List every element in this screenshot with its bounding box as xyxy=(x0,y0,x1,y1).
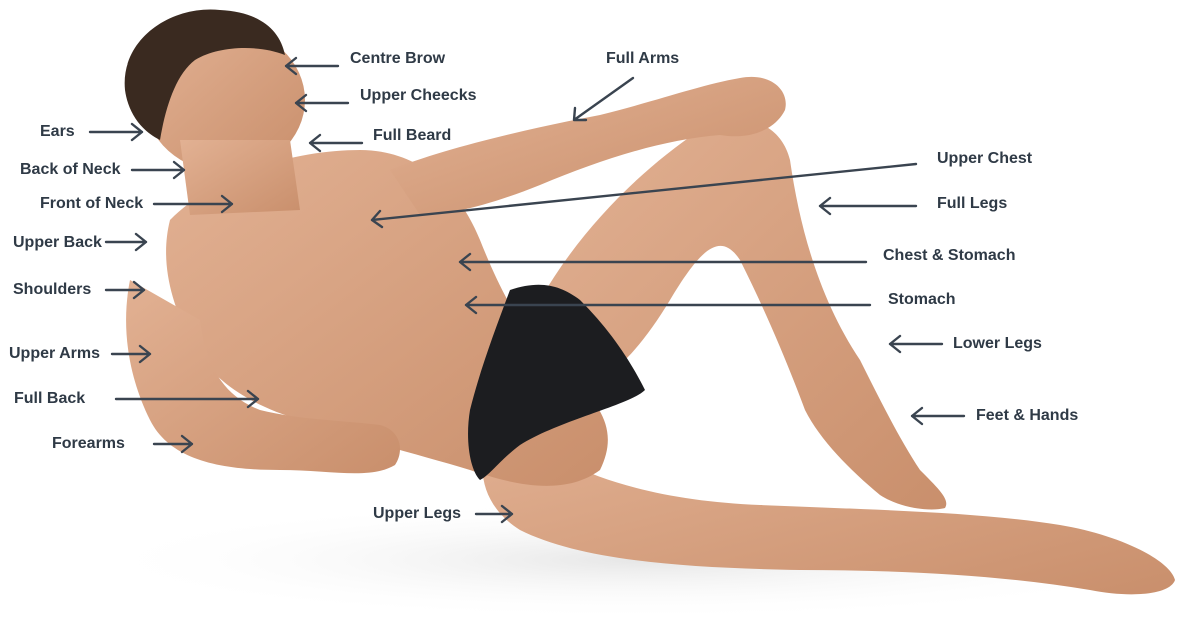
briefs xyxy=(468,284,645,480)
full-legs-arrow-icon xyxy=(818,196,918,216)
label-upper-chest: Upper Chest xyxy=(937,150,1033,167)
upper-legs-arrow-icon xyxy=(474,504,514,524)
extended-leg xyxy=(482,420,1176,595)
upper-arms-arrow-icon xyxy=(110,344,152,364)
label-back-of-neck: Back of Neck xyxy=(20,161,121,178)
front-of-neck-arrow-icon xyxy=(152,194,234,214)
shoulders-arrow-icon xyxy=(104,280,146,300)
neck xyxy=(180,140,300,215)
feet-hands-arrow-icon xyxy=(910,406,966,426)
label-lower-legs: Lower Legs xyxy=(953,335,1042,352)
forearms-arrow-icon xyxy=(152,434,194,454)
label-full-arms: Full Arms xyxy=(606,50,680,67)
raised-arm xyxy=(390,76,786,215)
label-full-legs: Full Legs xyxy=(937,195,1008,212)
label-full-back: Full Back xyxy=(14,390,86,407)
label-upper-back: Upper Back xyxy=(13,234,102,251)
full-arms-arrow-icon xyxy=(572,76,635,122)
label-upper-cheecks: Upper Cheecks xyxy=(360,87,477,104)
label-ears: Ears xyxy=(40,123,75,140)
upper-cheecks-arrow-icon xyxy=(294,93,350,113)
full-back-arrow-icon xyxy=(114,389,260,409)
upper-chest-arrow-icon xyxy=(370,162,918,229)
hair xyxy=(124,9,285,140)
stomach-arrow-icon xyxy=(464,295,872,315)
label-centre-brow: Centre Brow xyxy=(350,50,446,67)
label-full-beard: Full Beard xyxy=(373,127,452,144)
label-upper-arms: Upper Arms xyxy=(9,345,100,362)
label-front-of-neck: Front of Neck xyxy=(40,195,144,212)
lower-legs-arrow-icon xyxy=(888,334,944,354)
ears-arrow-icon xyxy=(88,122,144,142)
back-of-neck-arrow-icon xyxy=(130,160,186,180)
upper-back-arrow-icon xyxy=(104,232,148,252)
centre-brow-arrow-icon xyxy=(284,56,340,76)
label-stomach: Stomach xyxy=(888,291,956,308)
resting-arm xyxy=(126,280,400,474)
label-shoulders: Shoulders xyxy=(13,281,92,298)
bent-leg xyxy=(540,120,947,510)
label-chest-stomach: Chest & Stomach xyxy=(883,247,1016,264)
chest-stomach-arrow-icon xyxy=(458,252,868,272)
label-forearms: Forearms xyxy=(52,435,125,452)
label-feet-hands: Feet & Hands xyxy=(976,407,1079,424)
label-upper-legs: Upper Legs xyxy=(373,505,462,522)
full-beard-arrow-icon xyxy=(308,133,364,153)
